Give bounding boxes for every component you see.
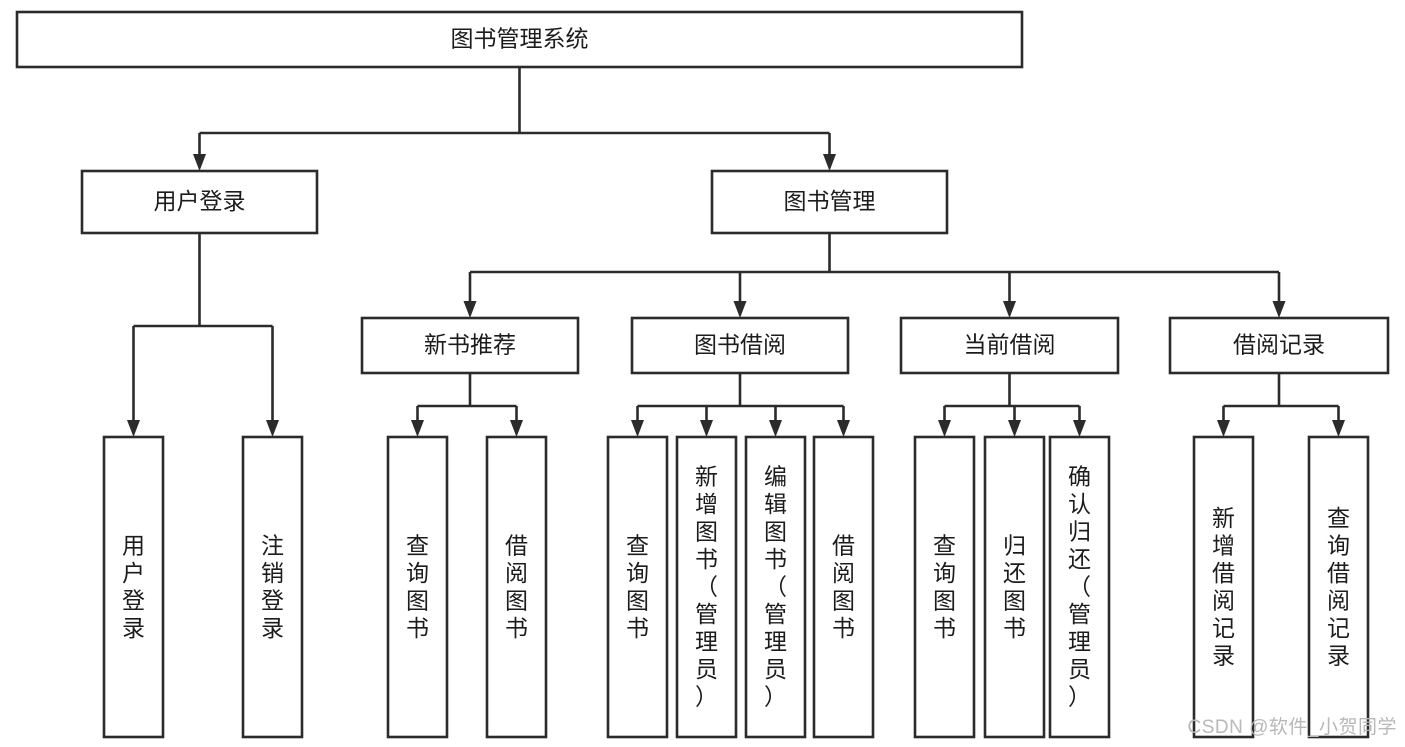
node-group: 图书管理系统用户登录图书管理新书推荐图书借阅当前借阅借阅记录用户登录注销登录查询… [15, 10, 1390, 739]
node-box-leaf-confirm-return[interactable] [1048, 435, 1111, 739]
node-user-login[interactable]: 用户登录 [80, 169, 319, 235]
connector-root [193, 67, 836, 171]
node-box-book-manage[interactable] [710, 169, 949, 235]
node-leaf-user-logout[interactable]: 注销登录 [241, 435, 304, 739]
node-label-current-borrow: 当前借阅 [964, 332, 1056, 358]
node-leaf-add-book[interactable]: 新增图书（管理员） [675, 435, 738, 739]
node-label-user-login: 用户登录 [154, 188, 246, 214]
arrow-head-icon [193, 154, 206, 171]
node-label-leaf-query-book-3: 查询图书 [933, 532, 956, 641]
connector-book-manage [463, 233, 1286, 318]
node-box-leaf-user-logout[interactable] [241, 435, 304, 739]
arrow-head-icon [1217, 420, 1230, 437]
node-label-leaf-borrow-book-2: 借阅图书 [832, 532, 855, 641]
node-leaf-confirm-return[interactable]: 确认归还（管理员） [1048, 435, 1111, 739]
node-label-leaf-add-record: 新增借阅记录 [1212, 505, 1235, 669]
node-label-leaf-user-logout: 注销登录 [261, 532, 284, 641]
node-label-leaf-return-book: 归还图书 [1003, 532, 1026, 641]
node-leaf-add-record[interactable]: 新增借阅记录 [1192, 435, 1255, 739]
arrow-head-icon [266, 420, 279, 437]
node-leaf-return-book[interactable]: 归还图书 [983, 435, 1046, 739]
node-leaf-query-book-1[interactable]: 查询图书 [386, 435, 449, 739]
node-new-book-rec[interactable]: 新书推荐 [360, 316, 580, 375]
arrow-head-icon [733, 301, 747, 318]
node-label-leaf-query-book-2: 查询图书 [626, 532, 649, 641]
arrow-head-icon [769, 420, 782, 437]
arrow-head-icon [1272, 301, 1286, 318]
arrow-head-icon [823, 154, 836, 171]
node-book-borrow[interactable]: 图书借阅 [630, 316, 850, 375]
connector-book-borrow [631, 373, 850, 437]
node-box-leaf-add-record[interactable] [1192, 435, 1255, 739]
node-label-leaf-user-login: 用户登录 [122, 532, 145, 641]
arrow-head-icon [1332, 420, 1345, 437]
node-current-borrow[interactable]: 当前借阅 [899, 316, 1120, 375]
node-leaf-query-record[interactable]: 查询借阅记录 [1307, 435, 1370, 739]
node-label-leaf-query-book-1: 查询图书 [406, 532, 429, 641]
node-label-leaf-borrow-book-1: 借阅图书 [505, 532, 528, 641]
node-label-root: 图书管理系统 [451, 26, 589, 52]
node-label-borrow-record: 借阅记录 [1233, 332, 1325, 358]
connector-group [127, 67, 1345, 437]
node-box-new-book-rec[interactable] [360, 316, 580, 375]
node-label-leaf-query-record: 查询借阅记录 [1327, 505, 1350, 669]
arrow-head-icon [510, 420, 523, 437]
node-box-leaf-query-book-3[interactable] [913, 435, 976, 739]
connector-user-login [127, 233, 279, 437]
connector-borrow-record [1217, 373, 1345, 437]
arrow-head-icon [1073, 420, 1086, 437]
node-label-book-borrow: 图书借阅 [694, 332, 786, 358]
node-root[interactable]: 图书管理系统 [15, 10, 1024, 69]
node-label-leaf-confirm-return: 确认归还（管理员） [1068, 464, 1091, 710]
arrow-head-icon [631, 420, 644, 437]
arrow-head-icon [411, 420, 424, 437]
node-leaf-user-login[interactable]: 用户登录 [102, 435, 165, 739]
node-box-leaf-query-record[interactable] [1307, 435, 1370, 739]
csdn-watermark: CSDN @软件_小贺同学 [1187, 717, 1397, 738]
connector-current-borrow [938, 373, 1086, 437]
node-label-leaf-add-book: 新增图书（管理员） [695, 464, 718, 710]
node-leaf-edit-book[interactable]: 编辑图书（管理员） [744, 435, 807, 739]
node-label-book-manage: 图书管理 [784, 188, 876, 214]
connector-new-book-rec [411, 373, 523, 437]
node-box-leaf-add-book[interactable] [675, 435, 738, 739]
node-box-borrow-record[interactable] [1168, 316, 1390, 375]
node-leaf-query-book-3[interactable]: 查询图书 [913, 435, 976, 739]
arrow-head-icon [1003, 301, 1016, 318]
arrow-head-icon [700, 420, 713, 437]
node-box-book-borrow[interactable] [630, 316, 850, 375]
arrow-head-icon [127, 420, 140, 437]
node-leaf-borrow-book-2[interactable]: 借阅图书 [812, 435, 875, 739]
node-leaf-borrow-book-1[interactable]: 借阅图书 [485, 435, 548, 739]
node-leaf-query-book-2[interactable]: 查询图书 [606, 435, 669, 739]
node-box-current-borrow[interactable] [899, 316, 1120, 375]
node-box-user-login[interactable] [80, 169, 319, 235]
node-box-leaf-user-login[interactable] [102, 435, 165, 739]
node-box-root[interactable] [15, 10, 1024, 69]
arrow-head-icon [463, 301, 477, 318]
arrow-head-icon [837, 420, 850, 437]
node-book-manage[interactable]: 图书管理 [710, 169, 949, 235]
node-label-leaf-edit-book: 编辑图书（管理员） [764, 464, 787, 710]
node-borrow-record[interactable]: 借阅记录 [1168, 316, 1390, 375]
node-box-leaf-return-book[interactable] [983, 435, 1046, 739]
arrow-head-icon [1008, 420, 1021, 437]
node-box-leaf-edit-book[interactable] [744, 435, 807, 739]
node-box-leaf-borrow-book-1[interactable] [485, 435, 548, 739]
node-label-new-book-rec: 新书推荐 [424, 332, 516, 358]
node-box-leaf-borrow-book-2[interactable] [812, 435, 875, 739]
arrow-head-icon [938, 420, 951, 437]
node-box-leaf-query-book-2[interactable] [606, 435, 669, 739]
node-box-leaf-query-book-1[interactable] [386, 435, 449, 739]
